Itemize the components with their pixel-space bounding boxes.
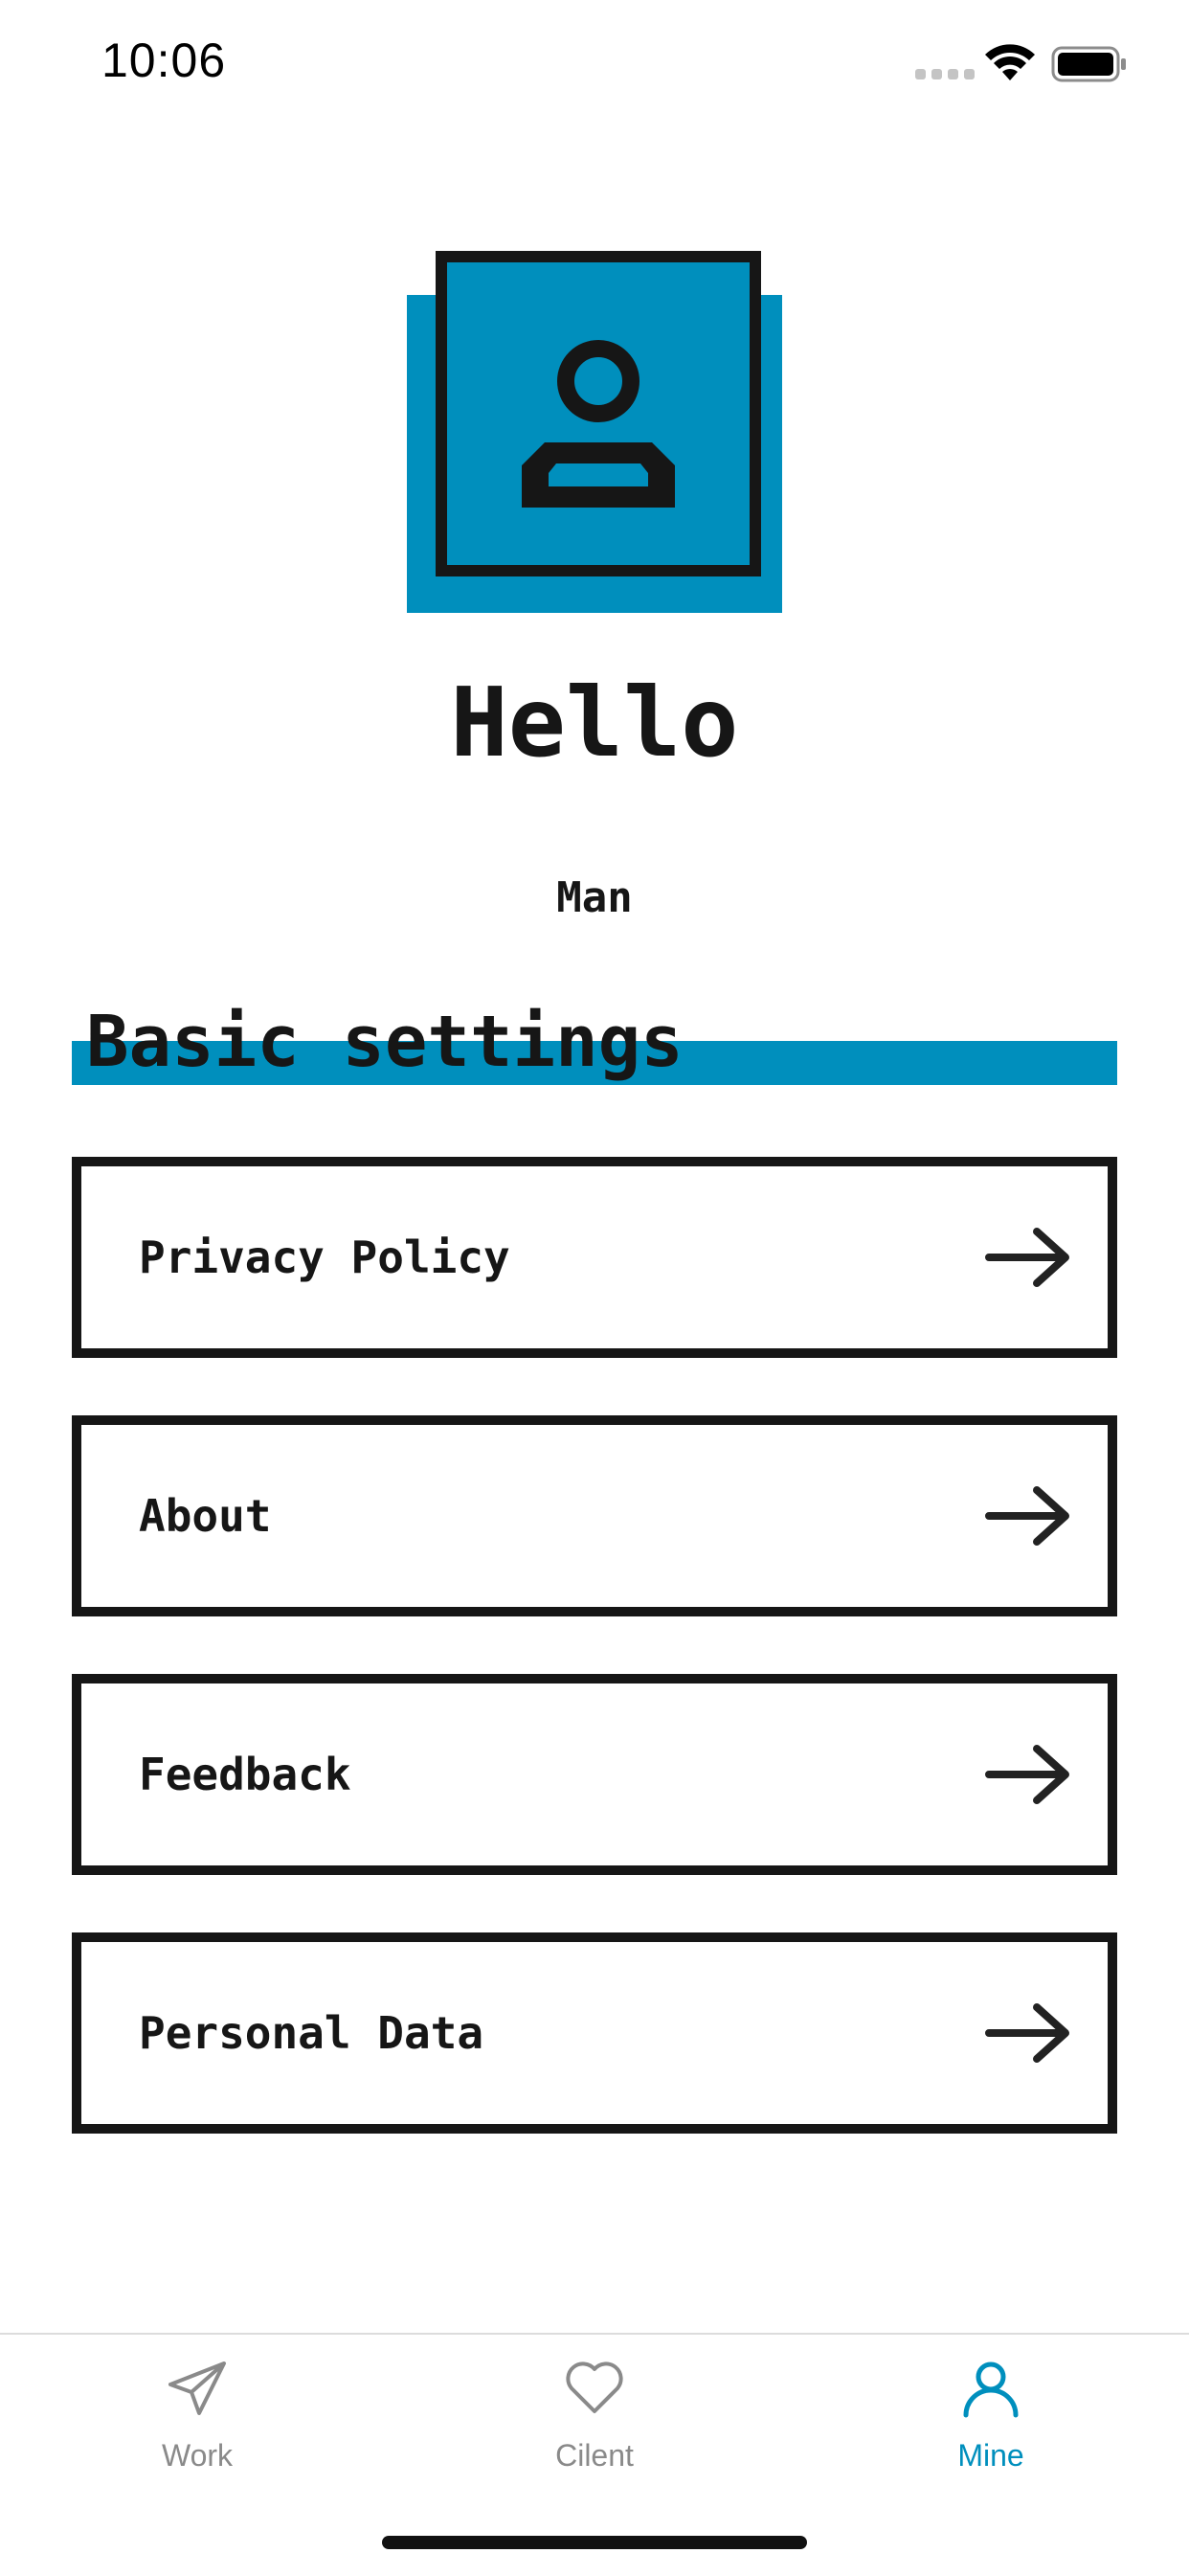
status-time: 10:06 <box>101 34 227 87</box>
cellular-signal-icon <box>915 69 975 79</box>
arrow-right-icon <box>985 2003 1069 2063</box>
arrow-right-icon <box>985 1486 1069 1546</box>
wifi-icon <box>985 44 1035 80</box>
username: Man <box>556 873 633 922</box>
settings-item-label: About <box>139 1490 272 1542</box>
tab-label: Mine <box>957 2438 1024 2473</box>
settings-item-label: Personal Data <box>139 2007 484 2059</box>
tab-work[interactable]: Work <box>73 2335 322 2497</box>
settings-item-privacy-policy[interactable]: Privacy Policy <box>72 1157 1117 1358</box>
settings-item-feedback[interactable]: Feedback <box>72 1674 1117 1875</box>
tab-label: Work <box>161 2438 234 2473</box>
user-icon <box>522 340 675 508</box>
settings-item-label: Privacy Policy <box>139 1232 510 1283</box>
tab-bar: Work Cilent Mine <box>0 2333 1189 2576</box>
battery-icon <box>1051 46 1126 82</box>
section-title: Basic settings <box>86 1001 684 1083</box>
heart-icon <box>566 2361 623 2413</box>
arrow-right-icon <box>985 1745 1069 1804</box>
avatar[interactable] <box>407 251 782 613</box>
section-underline <box>72 1041 1117 1085</box>
tab-label: Cilent <box>555 2438 634 2473</box>
settings-item-about[interactable]: About <box>72 1415 1117 1616</box>
settings-item-label: Feedback <box>139 1749 351 1800</box>
user-icon <box>963 2361 1019 2418</box>
settings-item-personal-data[interactable]: Personal Data <box>72 1932 1117 2134</box>
arrow-right-icon <box>985 1228 1069 1287</box>
tab-cilent[interactable]: Cilent <box>470 2335 719 2497</box>
avatar-frame <box>436 251 761 576</box>
home-indicator[interactable] <box>382 2536 807 2549</box>
send-icon <box>168 2361 226 2415</box>
status-bar: 10:06 <box>0 0 1189 134</box>
tab-mine[interactable]: Mine <box>866 2335 1115 2497</box>
greeting-title: Hello <box>450 667 739 779</box>
